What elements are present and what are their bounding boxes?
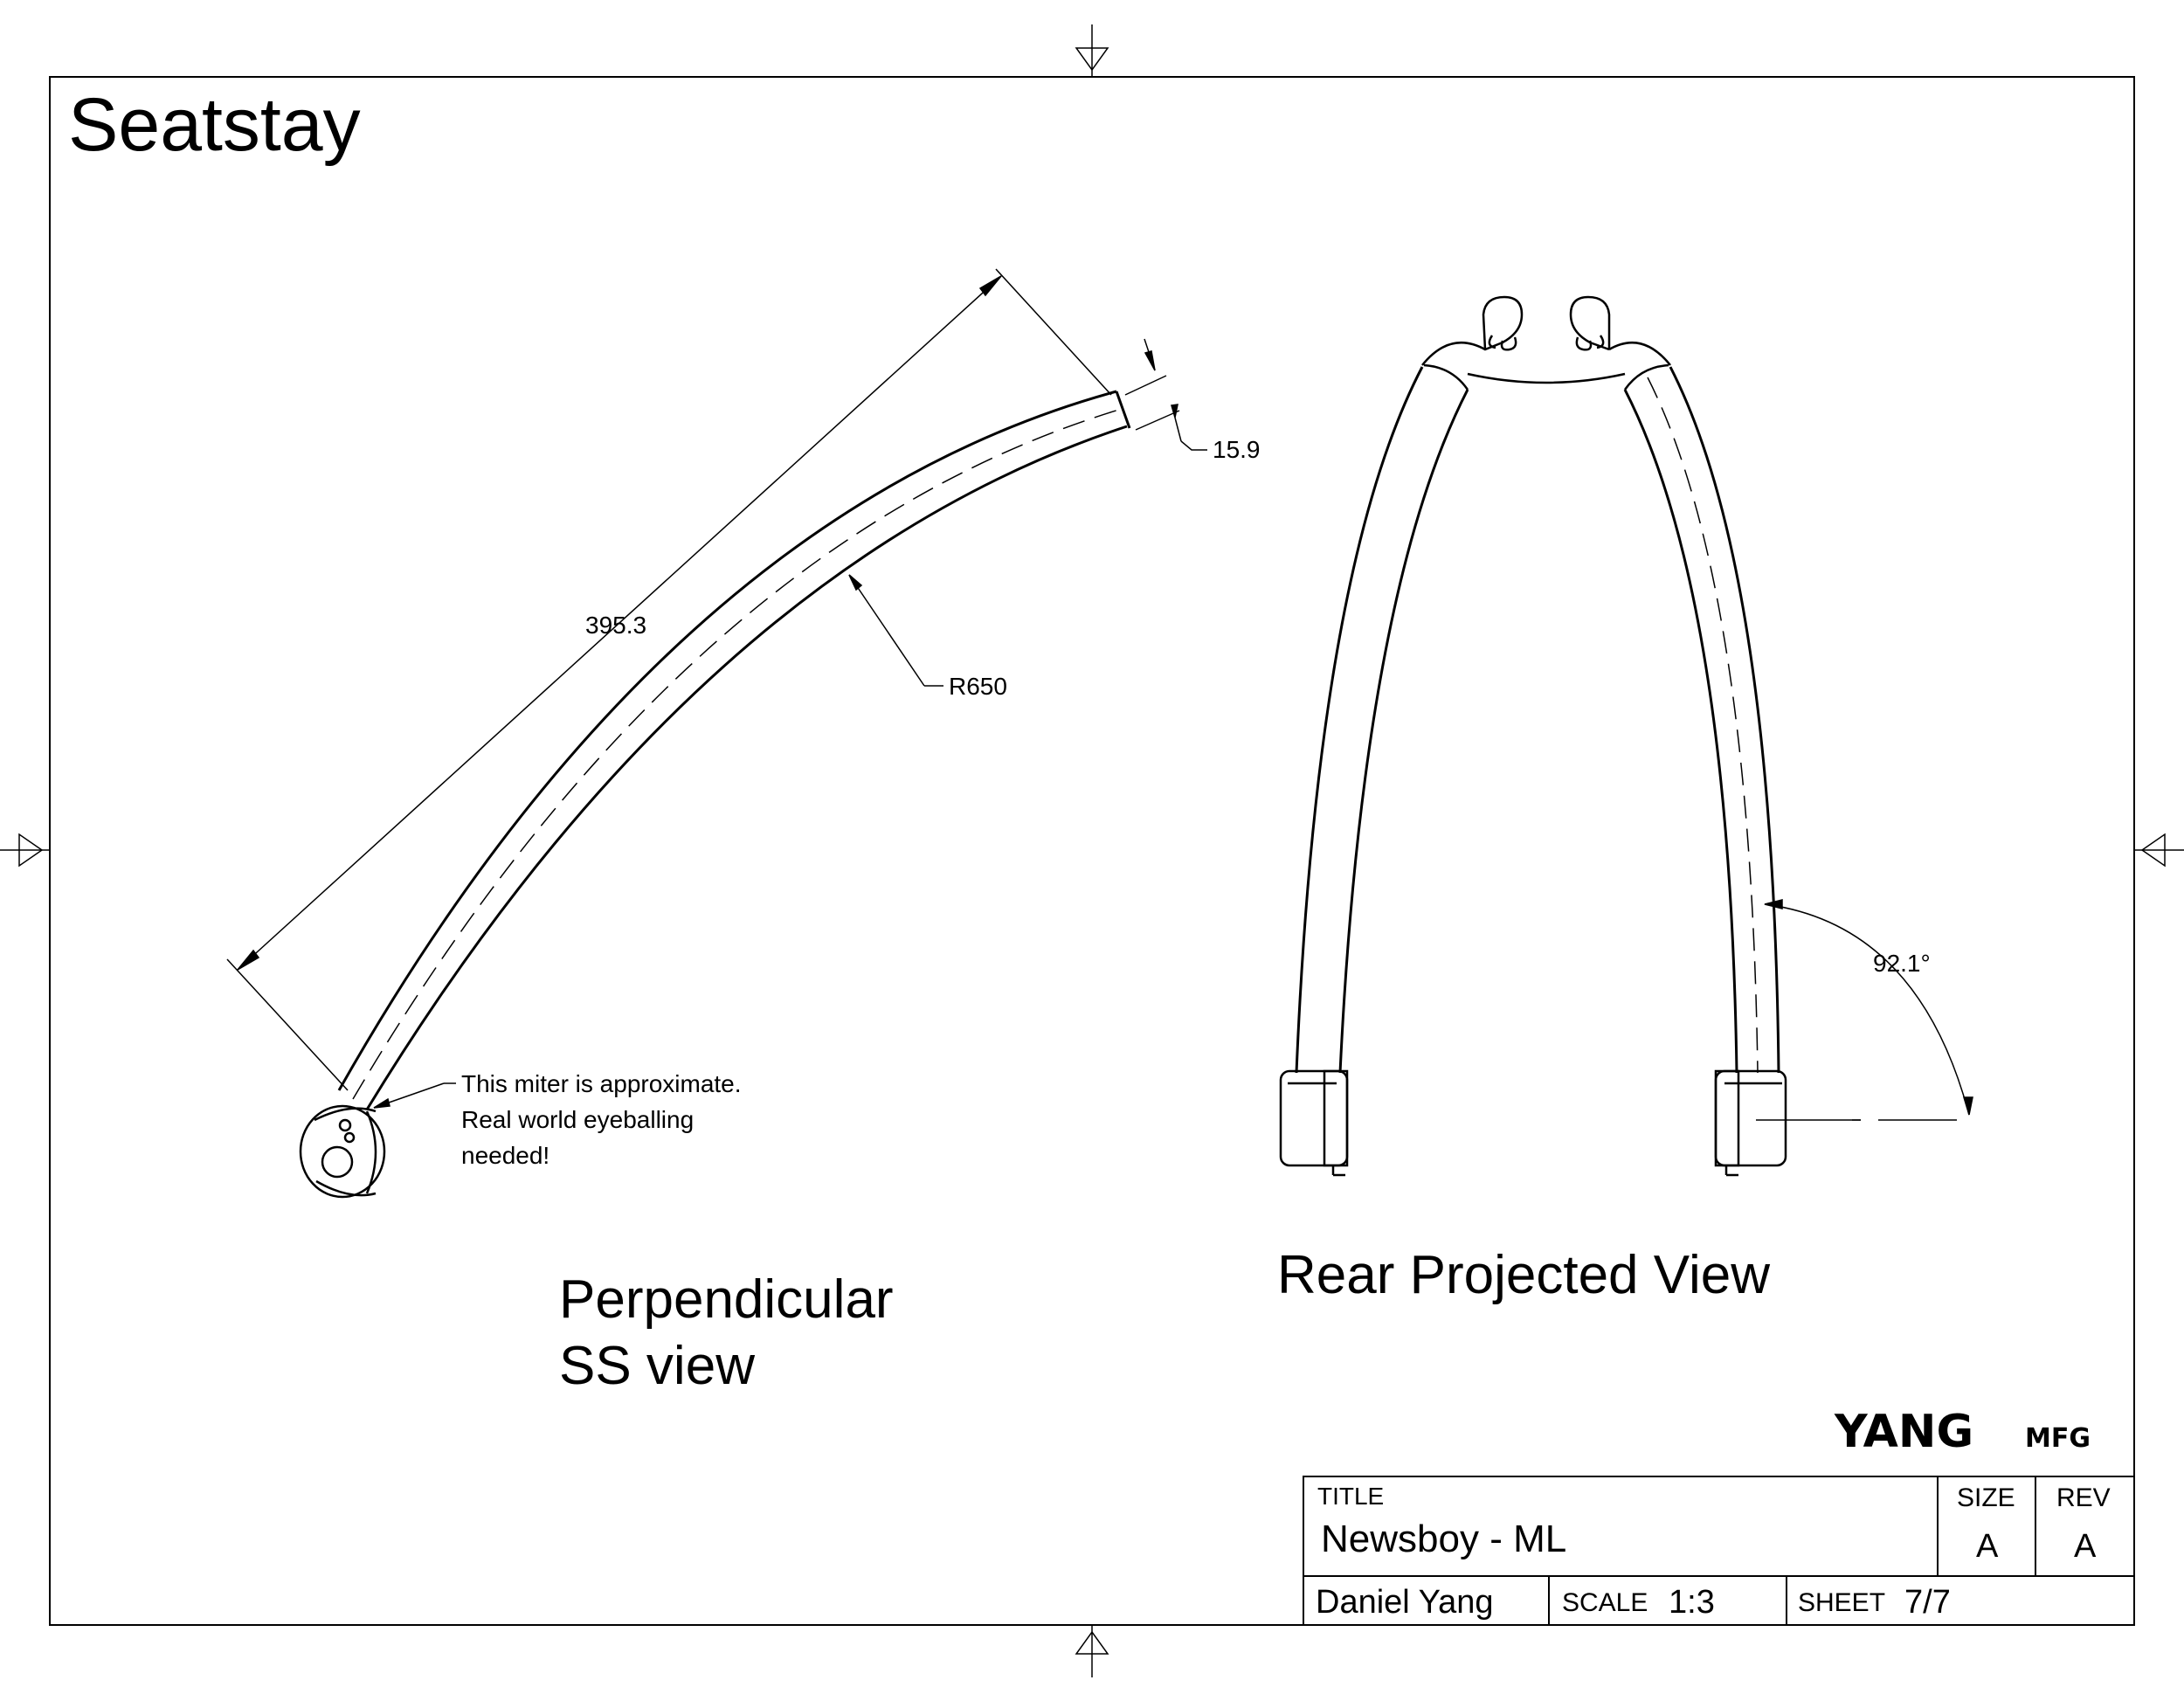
rev-value: A bbox=[2074, 1528, 2097, 1565]
miter-end bbox=[299, 1104, 386, 1199]
dim-angle-label: 92.1° bbox=[1873, 950, 1931, 977]
perpendicular-caption-line2: SS view bbox=[559, 1336, 755, 1396]
title-block bbox=[1303, 1476, 2135, 1626]
logo-main: YANG bbox=[1834, 1406, 1973, 1458]
centering-mark-left bbox=[0, 833, 50, 868]
scale-label: SCALE bbox=[1562, 1588, 1648, 1617]
dim-diameter bbox=[1124, 338, 1207, 451]
rear-view: 92.1° Rear Projected View bbox=[1277, 295, 1973, 1305]
dim-length-label: 395.3 bbox=[585, 612, 646, 639]
rear-view-caption: Rear Projected View bbox=[1277, 1245, 1770, 1305]
left-dropout bbox=[1279, 1069, 1349, 1177]
dim-diameter-label: 15.9 bbox=[1213, 436, 1261, 463]
drawn-by: Daniel Yang bbox=[1316, 1584, 1494, 1621]
title-value: Newsboy - ML bbox=[1321, 1518, 1566, 1560]
title-label: TITLE bbox=[1317, 1483, 1384, 1510]
centering-mark-top bbox=[1075, 24, 1109, 77]
tube-wall-lower bbox=[365, 425, 1128, 1110]
sheet-heading: Seatstay bbox=[68, 83, 361, 167]
left-stay bbox=[1295, 366, 1469, 1074]
logo-sub: MFG bbox=[2025, 1423, 2091, 1454]
miter-note-line3: needed! bbox=[461, 1142, 549, 1169]
centering-mark-right bbox=[2134, 833, 2184, 868]
size-value: A bbox=[1976, 1528, 1999, 1565]
miter-note-line2: Real world eyeballing bbox=[461, 1106, 694, 1133]
right-stay bbox=[1623, 366, 1780, 1074]
size-label: SIZE bbox=[1957, 1483, 2015, 1512]
sheet-label: SHEET bbox=[1798, 1588, 1885, 1617]
perpendicular-caption-line1: Perpendicular bbox=[559, 1269, 894, 1330]
right-dropout bbox=[1714, 1069, 1787, 1177]
scale-value: 1:3 bbox=[1669, 1584, 1715, 1621]
tube-wall-upper bbox=[337, 390, 1117, 1091]
rev-label: REV bbox=[2056, 1483, 2111, 1512]
sheet-border bbox=[49, 76, 2135, 1626]
dim-angle bbox=[1756, 899, 1973, 1121]
tube-centerline bbox=[352, 408, 1123, 1100]
dim-length bbox=[226, 268, 1112, 1091]
bridge bbox=[1421, 295, 1671, 391]
sheet-value: 7/7 bbox=[1904, 1584, 1951, 1621]
dim-radius-label: R650 bbox=[949, 673, 1007, 700]
miter-note-leader bbox=[373, 1082, 456, 1109]
dim-radius-leader bbox=[848, 574, 943, 687]
right-stay-centerline bbox=[1647, 377, 1759, 1074]
miter-note-line1: This miter is approximate. bbox=[461, 1070, 742, 1097]
logo: YANG MFG bbox=[1834, 1406, 2091, 1458]
tube-end-cut bbox=[1115, 391, 1131, 429]
perpendicular-view: 395.3 15.9 R650 This miter is approximat… bbox=[226, 268, 1261, 1396]
centering-mark-bottom bbox=[1075, 1625, 1109, 1677]
